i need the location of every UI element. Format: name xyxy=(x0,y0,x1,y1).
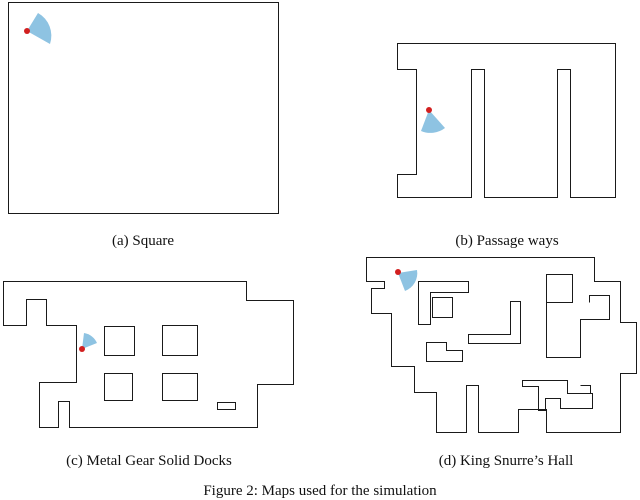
map-square xyxy=(8,2,279,214)
passage-walls xyxy=(397,43,616,198)
docks-obstacle xyxy=(162,373,198,401)
robot-marker-hall xyxy=(395,269,401,275)
hall-inner-wall xyxy=(468,301,521,344)
docks-obstacle xyxy=(104,326,135,356)
docks-obstacle xyxy=(104,373,133,401)
docks-obstacle xyxy=(162,325,198,356)
map-metal-gear-solid-docks xyxy=(3,281,294,428)
hall-inner-wall xyxy=(426,342,463,362)
docks-outer-walls xyxy=(3,281,294,428)
sensor-fov-square xyxy=(27,13,52,44)
square-walls xyxy=(8,2,279,214)
map-king-snurres-hall xyxy=(366,257,637,433)
caption-square: (a) Square xyxy=(111,233,175,249)
robot-marker-docks xyxy=(79,346,85,352)
caption-king-snurres-hall: (d) King Snurre’s Hall xyxy=(438,453,574,469)
sensor-fov-docks xyxy=(82,333,97,349)
caption-metal-gear-solid-docks: (c) Metal Gear Solid Docks xyxy=(66,453,232,469)
robot-marker-passage xyxy=(426,107,432,113)
hall-inner-wall xyxy=(546,295,610,358)
hall-inner-wall xyxy=(418,281,469,325)
sensor-fov-hall xyxy=(398,270,418,291)
figure-caption: Figure 2: Maps used for the simulation xyxy=(203,483,437,499)
hall-inner-wall xyxy=(546,274,573,303)
hall-inner-wall xyxy=(432,297,453,318)
hall-inner-wall xyxy=(522,380,593,411)
caption-passage-ways: (b) Passage ways xyxy=(455,233,559,249)
docks-obstacle xyxy=(217,402,236,410)
hall-inner-wall xyxy=(580,385,591,394)
robot-marker-square xyxy=(24,28,30,34)
sensor-fov-passage xyxy=(421,110,445,133)
map-passage-ways xyxy=(397,43,616,198)
hall-outer-walls xyxy=(366,257,637,433)
